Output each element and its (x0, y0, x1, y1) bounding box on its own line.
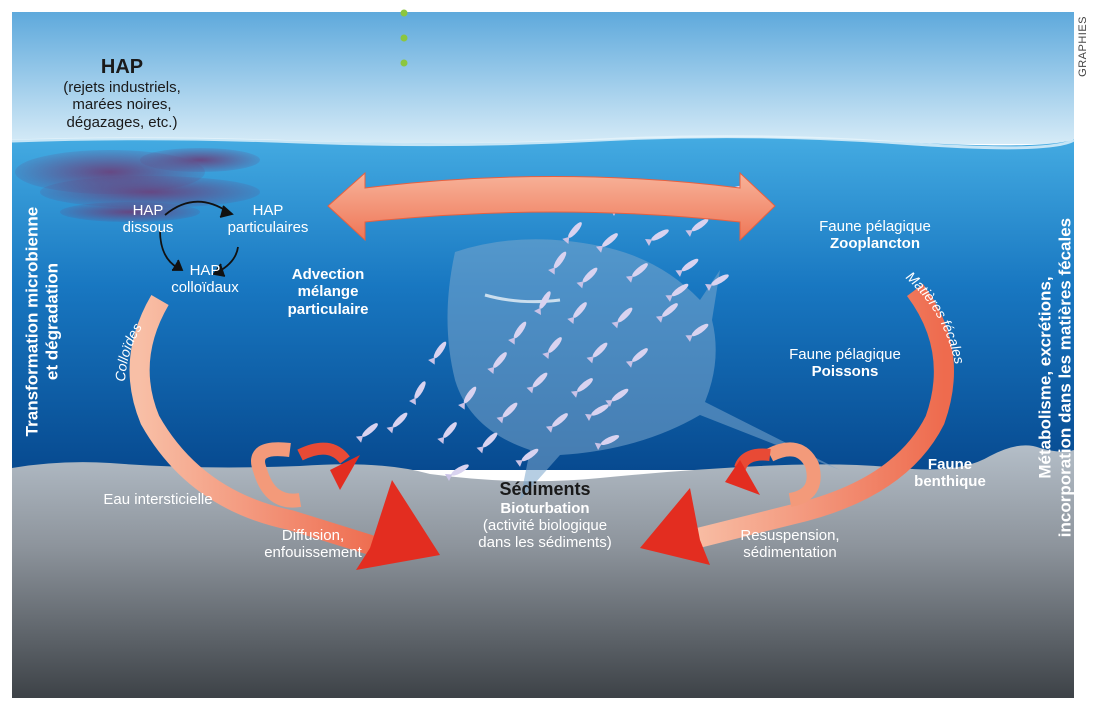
right-side-line: incorporation dans les matières fécales (1055, 178, 1075, 578)
hap-colloidaux-label: HAP colloïdaux (155, 262, 255, 297)
right-side-line: Métabolisme, excrétions, (1035, 178, 1055, 578)
resuspension-line: Resuspension, (715, 527, 865, 544)
hap-particulaires-line: HAP (208, 202, 328, 219)
credit-label: GRAPHIES (1077, 16, 1089, 77)
left-side-line: et dégradation (42, 132, 62, 512)
advection-label: Advection mélange particulaire (258, 266, 398, 318)
zooplancton-label: Faune pélagique Zooplancton (775, 218, 975, 253)
green-dot (401, 10, 408, 17)
bioturbation-line: (activité biologique (440, 517, 650, 534)
eau-intersticielle-label: Eau intersticielle (78, 491, 238, 508)
benthique-line: benthique (900, 473, 1000, 490)
diffusion-label: Diffusion, enfouissement (238, 527, 388, 562)
right-side-label: Métabolisme, excrétions, incorporation d… (1035, 178, 1074, 578)
sediments-title: Sédiments (440, 479, 650, 500)
surface-source-label: HAP (rejets industriels, marées noires, … (22, 56, 222, 131)
faune-benthique-label: Faune benthique (900, 456, 1000, 491)
hap-colloidaux-line: HAP (155, 262, 255, 279)
poissons-title: Poissons (745, 363, 945, 380)
zooplancton-title: Zooplancton (775, 235, 975, 252)
sediments-label: Sédiments Bioturbation (activité biologi… (440, 479, 650, 551)
left-side-line: Transformation microbienne (22, 132, 42, 512)
hap-dissous-line: dissous (108, 219, 188, 236)
poissons-label: Faune pélagique Poissons (745, 346, 945, 381)
resuspension-line: sédimentation (715, 544, 865, 561)
resuspension-label: Resuspension, sédimentation (715, 527, 865, 562)
advection-line: mélange (258, 283, 398, 300)
diffusion-line: enfouissement (238, 544, 388, 561)
bioturbation-title: Bioturbation (440, 500, 650, 517)
zooplancton-line: Faune pélagique (775, 218, 975, 235)
advection-line: particulaire (258, 301, 398, 318)
surface-source-line: marées noires, (22, 96, 222, 113)
green-dot (401, 35, 408, 42)
surface-source-line: dégazages, etc.) (22, 114, 222, 131)
bioturbation-line: dans les sédiments) (440, 534, 650, 551)
hap-particulaires-label: HAP particulaires (208, 202, 328, 237)
hap-dissous-line: HAP (108, 202, 188, 219)
advection-line: Advection (258, 266, 398, 283)
surface-source-line: (rejets industriels, (22, 79, 222, 96)
surface-source-title: HAP (22, 56, 222, 79)
hap-dissous-label: HAP dissous (108, 202, 188, 237)
left-side-label: Transformation microbienne et dégradatio… (22, 132, 61, 512)
green-dot (401, 60, 408, 67)
poissons-line: Faune pélagique (745, 346, 945, 363)
hap-particulaires-line: particulaires (208, 219, 328, 236)
diffusion-line: Diffusion, (238, 527, 388, 544)
hap-colloidaux-line: colloïdaux (155, 279, 255, 296)
benthique-line: Faune (900, 456, 1000, 473)
